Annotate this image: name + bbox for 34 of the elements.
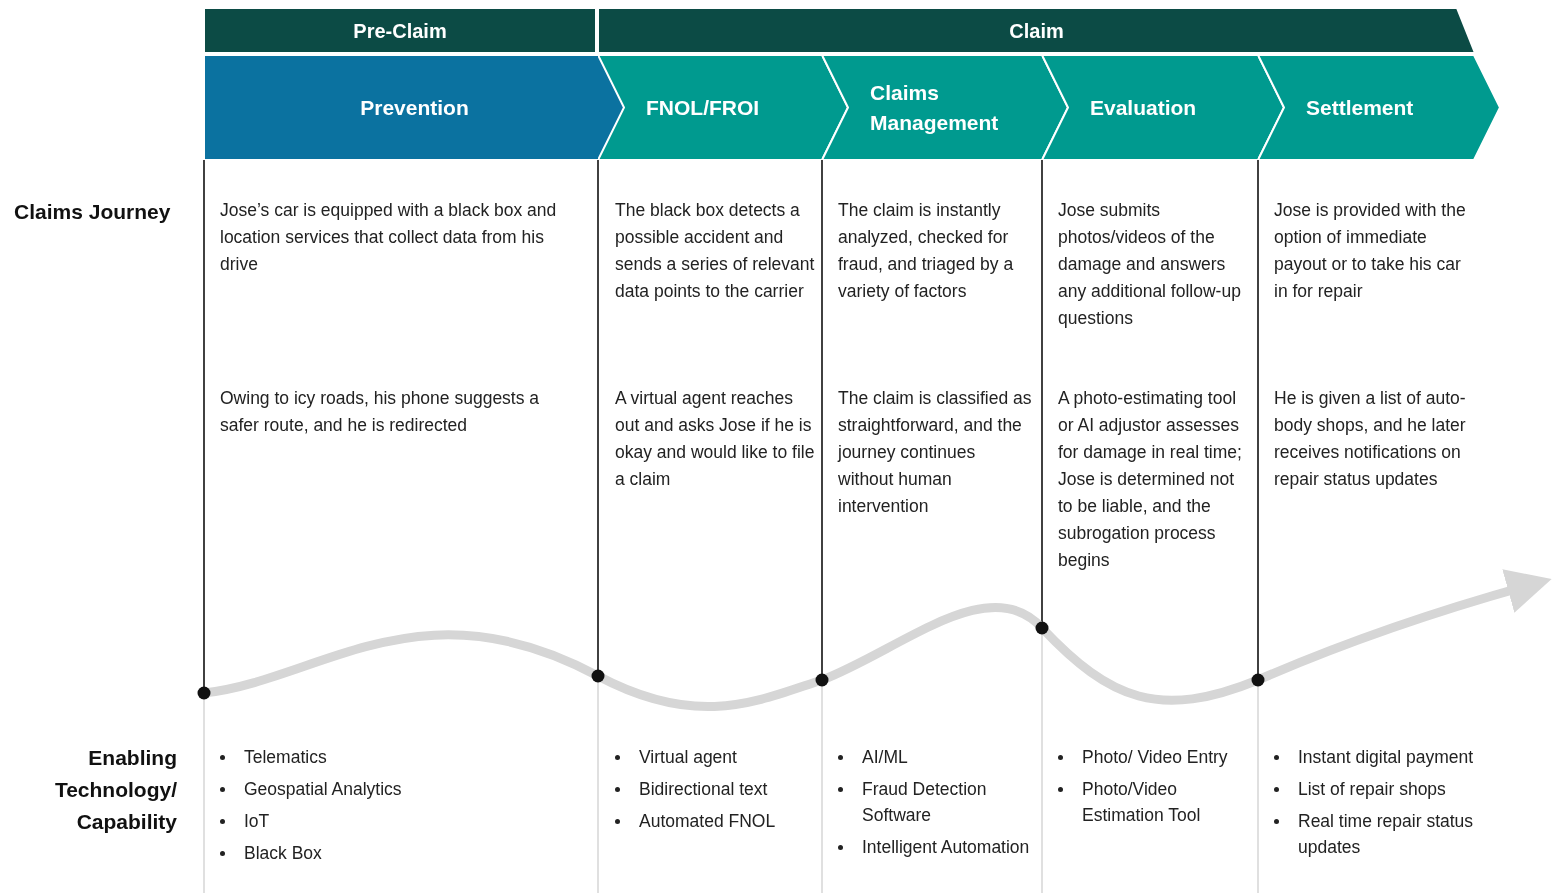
technology-item: List of repair shops	[1298, 779, 1446, 799]
technology-item: Real time repair status updates	[1298, 811, 1474, 857]
technology-item: Intelligent Automation	[862, 837, 1030, 857]
journey-description: Owing to icy roads, his phone suggests a safer route, and he is redirected	[220, 387, 541, 437]
journey-description: A photo-estimating tool or AI adjustor assesses for damage in real time; Jose is determined not to be liable, and the subrogation process begins	[1058, 387, 1243, 572]
technology-item: IoT	[244, 811, 270, 831]
technology-item: Fraud Detection Software	[862, 779, 987, 825]
phase-band: Claim	[598, 8, 1475, 53]
stage-header: Evaluation	[1042, 55, 1284, 160]
technology-item: Bidirectional text	[639, 779, 768, 799]
row-heading: Claims Journey	[14, 199, 172, 225]
technology-item: Photo/ Video Entry	[1082, 747, 1228, 767]
journey-description: A virtual agent reaches out and asks Jose if he is okay and would like to file a claim	[615, 387, 815, 491]
journey-description: He is given a list of auto-body shops, and he later receives notifications on repair status updates	[1274, 387, 1467, 491]
stage-header: Claims Management	[822, 55, 1068, 160]
journey-description: The claim is classified as straightforward, and the journey continues without human intervention	[838, 387, 1033, 518]
stage-header: Prevention	[204, 55, 625, 160]
technology-item: Photo/Video Estimation Tool	[1082, 779, 1201, 825]
row-heading: Enabling Technology/ Capability	[53, 745, 177, 835]
journey-description: The black box detects a possible accident and sends a series of relevant data points to the carrier	[615, 199, 815, 303]
technology-item: Automated FNOL	[639, 811, 776, 831]
journey-description: The claim is instantly analyzed, checked for fraud, and triaged by a variety of factors	[838, 199, 1015, 303]
stage-header: Settlement	[1258, 55, 1500, 160]
technology-item: Virtual agent	[639, 747, 737, 767]
technology-item: Geospatial Analytics	[244, 779, 402, 799]
journey-description: Jose is provided with the option of immediate payout or to take his car in for repair	[1274, 199, 1467, 303]
technology-item: Instant digital payment	[1298, 747, 1474, 767]
stage-header: FNOL/FROI	[598, 55, 848, 160]
journey-description: Jose’s car is equipped with a black box and location services that collect data from his drive	[220, 199, 558, 276]
technology-item: Black Box	[244, 843, 322, 863]
technology-item: AI/ML	[862, 747, 908, 767]
journey-description: Jose submits photos/videos of the damage and answers any additional follow-up questions	[1058, 199, 1242, 330]
technology-item: Telematics	[244, 747, 327, 767]
phase-band: Pre-Claim	[204, 8, 596, 53]
